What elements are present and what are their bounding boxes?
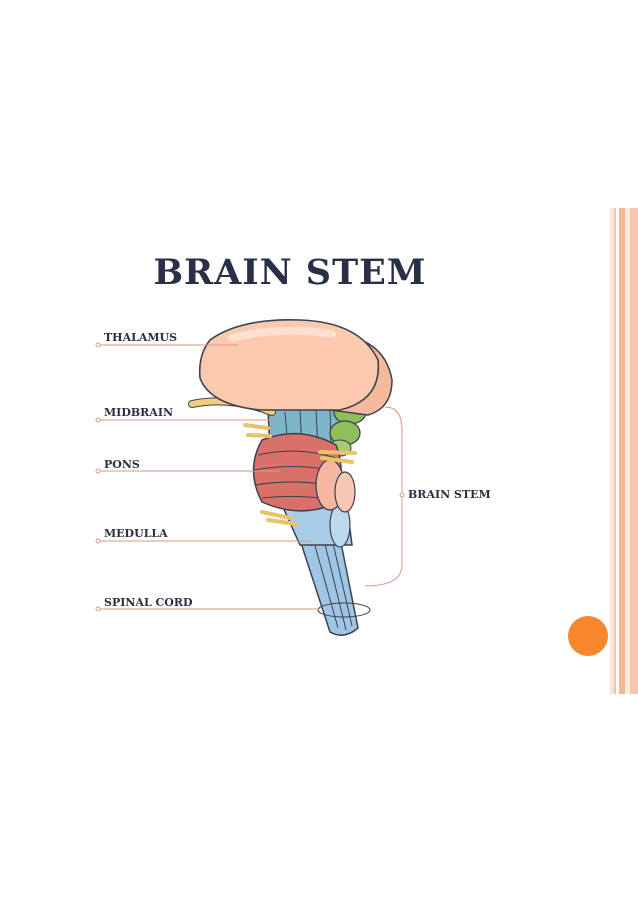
spinal-cord bbox=[299, 527, 371, 636]
slide-accent-dot bbox=[568, 616, 608, 656]
label-medulla: MEDULLA bbox=[104, 527, 168, 540]
label-midbrain: MIDBRAIN bbox=[104, 406, 174, 419]
label-brain-stem: BRAIN STEM bbox=[408, 488, 491, 501]
diagram-title: BRAIN STEM bbox=[153, 252, 427, 293]
slide-side-stripes bbox=[610, 208, 638, 694]
leader-lines bbox=[95, 342, 405, 612]
label-pons: PONS bbox=[104, 458, 140, 471]
brain-stem-bracket bbox=[364, 406, 403, 587]
thalamus bbox=[198, 319, 393, 416]
label-spinal-cord: SPINAL CORD bbox=[104, 596, 193, 609]
label-thalamus: THALAMUS bbox=[104, 331, 178, 344]
